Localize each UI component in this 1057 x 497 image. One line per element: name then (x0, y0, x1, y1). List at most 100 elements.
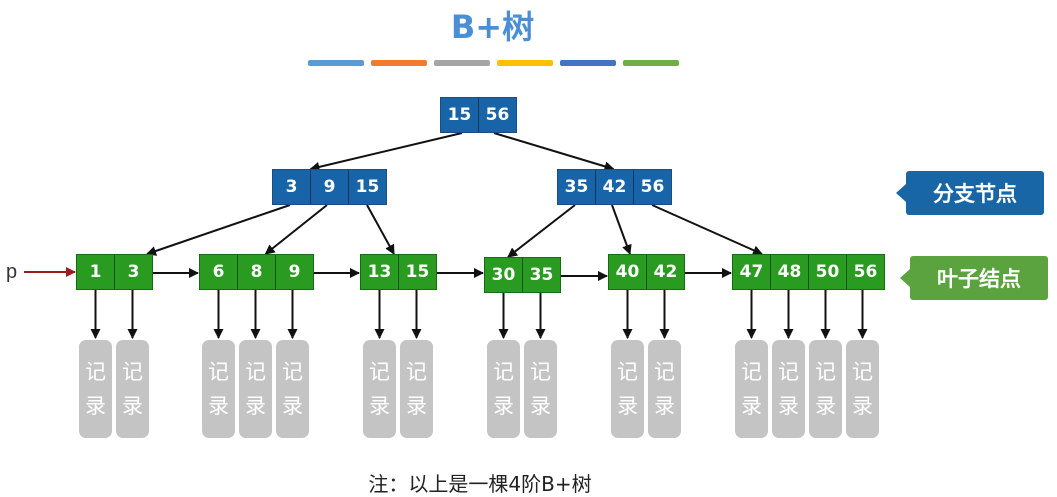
record-block: 记录 (487, 340, 520, 438)
key-cell: 40 (609, 255, 647, 289)
record-block: 记录 (772, 340, 805, 438)
color-bar-2 (371, 60, 427, 66)
record-block: 记录 (363, 340, 396, 438)
color-bar-4 (497, 60, 553, 66)
color-bar-6 (623, 60, 679, 66)
key-cell: 3 (273, 170, 311, 204)
record-block: 记录 (79, 340, 112, 438)
record-text: 记 (85, 360, 106, 384)
pointer-p-label: p (6, 261, 18, 283)
branch-to-leaf-arrow (264, 204, 328, 255)
branch-to-leaf-arrow (366, 204, 395, 255)
record-text: 录 (406, 394, 427, 418)
record-text: 记 (778, 360, 799, 384)
key-cell: 48 (771, 255, 809, 289)
leaf-node-callout: 叶子结点 (900, 256, 1048, 300)
record-text: 录 (245, 394, 266, 418)
record-text: 录 (85, 394, 106, 418)
key-cell: 8 (238, 255, 276, 289)
key-cell: 47 (733, 255, 771, 289)
key-cell: 42 (653, 262, 678, 282)
key-cell: 56 (640, 177, 665, 197)
key-cell: 35 (558, 170, 596, 204)
key-cell: 1 (77, 255, 115, 289)
record-text: 记 (208, 360, 229, 384)
record-text: 记 (493, 360, 514, 384)
diagram-title: B+树 (450, 8, 535, 46)
record-block: 记录 (400, 340, 433, 438)
branch-node-callout-text: 分支节点 (933, 182, 1017, 206)
record-block: 记录 (809, 340, 842, 438)
record-text: 录 (741, 394, 762, 418)
record-block: 记录 (735, 340, 768, 438)
record-text: 录 (122, 394, 143, 418)
record-text: 记 (369, 360, 390, 384)
root-to-branch-arrow (309, 132, 463, 172)
record-text: 录 (617, 394, 638, 418)
key-cell: 6 (200, 255, 238, 289)
record-text: 记 (122, 360, 143, 384)
record-block: 记录 (239, 340, 272, 438)
root-to-branch-arrow (493, 132, 615, 172)
record-text: 录 (530, 394, 551, 418)
record-text: 录 (654, 394, 675, 418)
key-cell: 3 (127, 262, 140, 282)
record-text: 记 (617, 360, 638, 384)
footnote: 注：以上是一棵4阶B+树 (368, 472, 592, 496)
record-text: 记 (282, 360, 303, 384)
key-cell: 50 (809, 255, 847, 289)
branch-node-callout: 分支节点 (896, 171, 1044, 215)
record-block: 记录 (202, 340, 235, 438)
key-cell: 9 (311, 170, 349, 204)
key-cell: 13 (361, 255, 399, 289)
branch-to-leaf-arrow (146, 204, 291, 256)
key-cell: 42 (596, 170, 634, 204)
record-text: 录 (282, 394, 303, 418)
record-block: 记录 (648, 340, 681, 438)
record-block: 记录 (524, 340, 557, 438)
branch-to-leaf-arrow (651, 204, 763, 255)
color-bar-3 (434, 60, 490, 66)
record-text: 记 (654, 360, 675, 384)
color-bar-1 (308, 60, 364, 66)
key-cell: 15 (405, 262, 430, 282)
branch-to-leaf-arrow (611, 204, 632, 255)
branch-to-leaf-arrow (507, 204, 576, 258)
key-cell: 56 (853, 262, 878, 282)
key-cell: 30 (485, 258, 523, 292)
record-text: 录 (369, 394, 390, 418)
key-cell: 15 (355, 177, 380, 197)
leaf-node-callout-text: 叶子结点 (937, 267, 1021, 291)
record-block: 记录 (611, 340, 644, 438)
record-block: 记录 (846, 340, 879, 438)
leaf-node-5: 40 42 (608, 254, 685, 290)
record-block: 记录 (276, 340, 309, 438)
record-text: 记 (815, 360, 836, 384)
leaf-node-4: 30 35 (484, 257, 561, 293)
key-cell: 35 (529, 265, 554, 285)
record-text: 录 (493, 394, 514, 418)
color-bar-5 (560, 60, 616, 66)
leaf-node-3: 13 15 (360, 254, 437, 290)
record-text: 记 (741, 360, 762, 384)
key-cell: 9 (288, 262, 301, 282)
record-text: 录 (208, 394, 229, 418)
record-text: 录 (852, 394, 873, 418)
record-text: 记 (406, 360, 427, 384)
key-cell: 56 (485, 105, 510, 125)
record-block: 记录 (116, 340, 149, 438)
record-text: 记 (530, 360, 551, 384)
key-cell: 15 (441, 98, 479, 132)
record-text: 录 (778, 394, 799, 418)
record-text: 记 (245, 360, 266, 384)
record-text: 记 (852, 360, 873, 384)
record-text: 录 (815, 394, 836, 418)
